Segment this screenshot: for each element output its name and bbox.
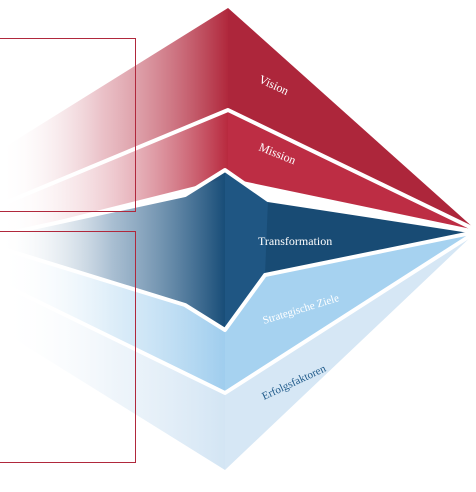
layer-separators bbox=[0, 108, 476, 395]
text-box-bottom bbox=[0, 231, 136, 463]
label-transformation: Transformation bbox=[258, 234, 332, 248]
layer-erfolgsfaktoren bbox=[0, 232, 476, 470]
text-box-top bbox=[0, 38, 136, 212]
layer-transformation bbox=[0, 170, 476, 330]
layer-vision bbox=[0, 8, 476, 232]
